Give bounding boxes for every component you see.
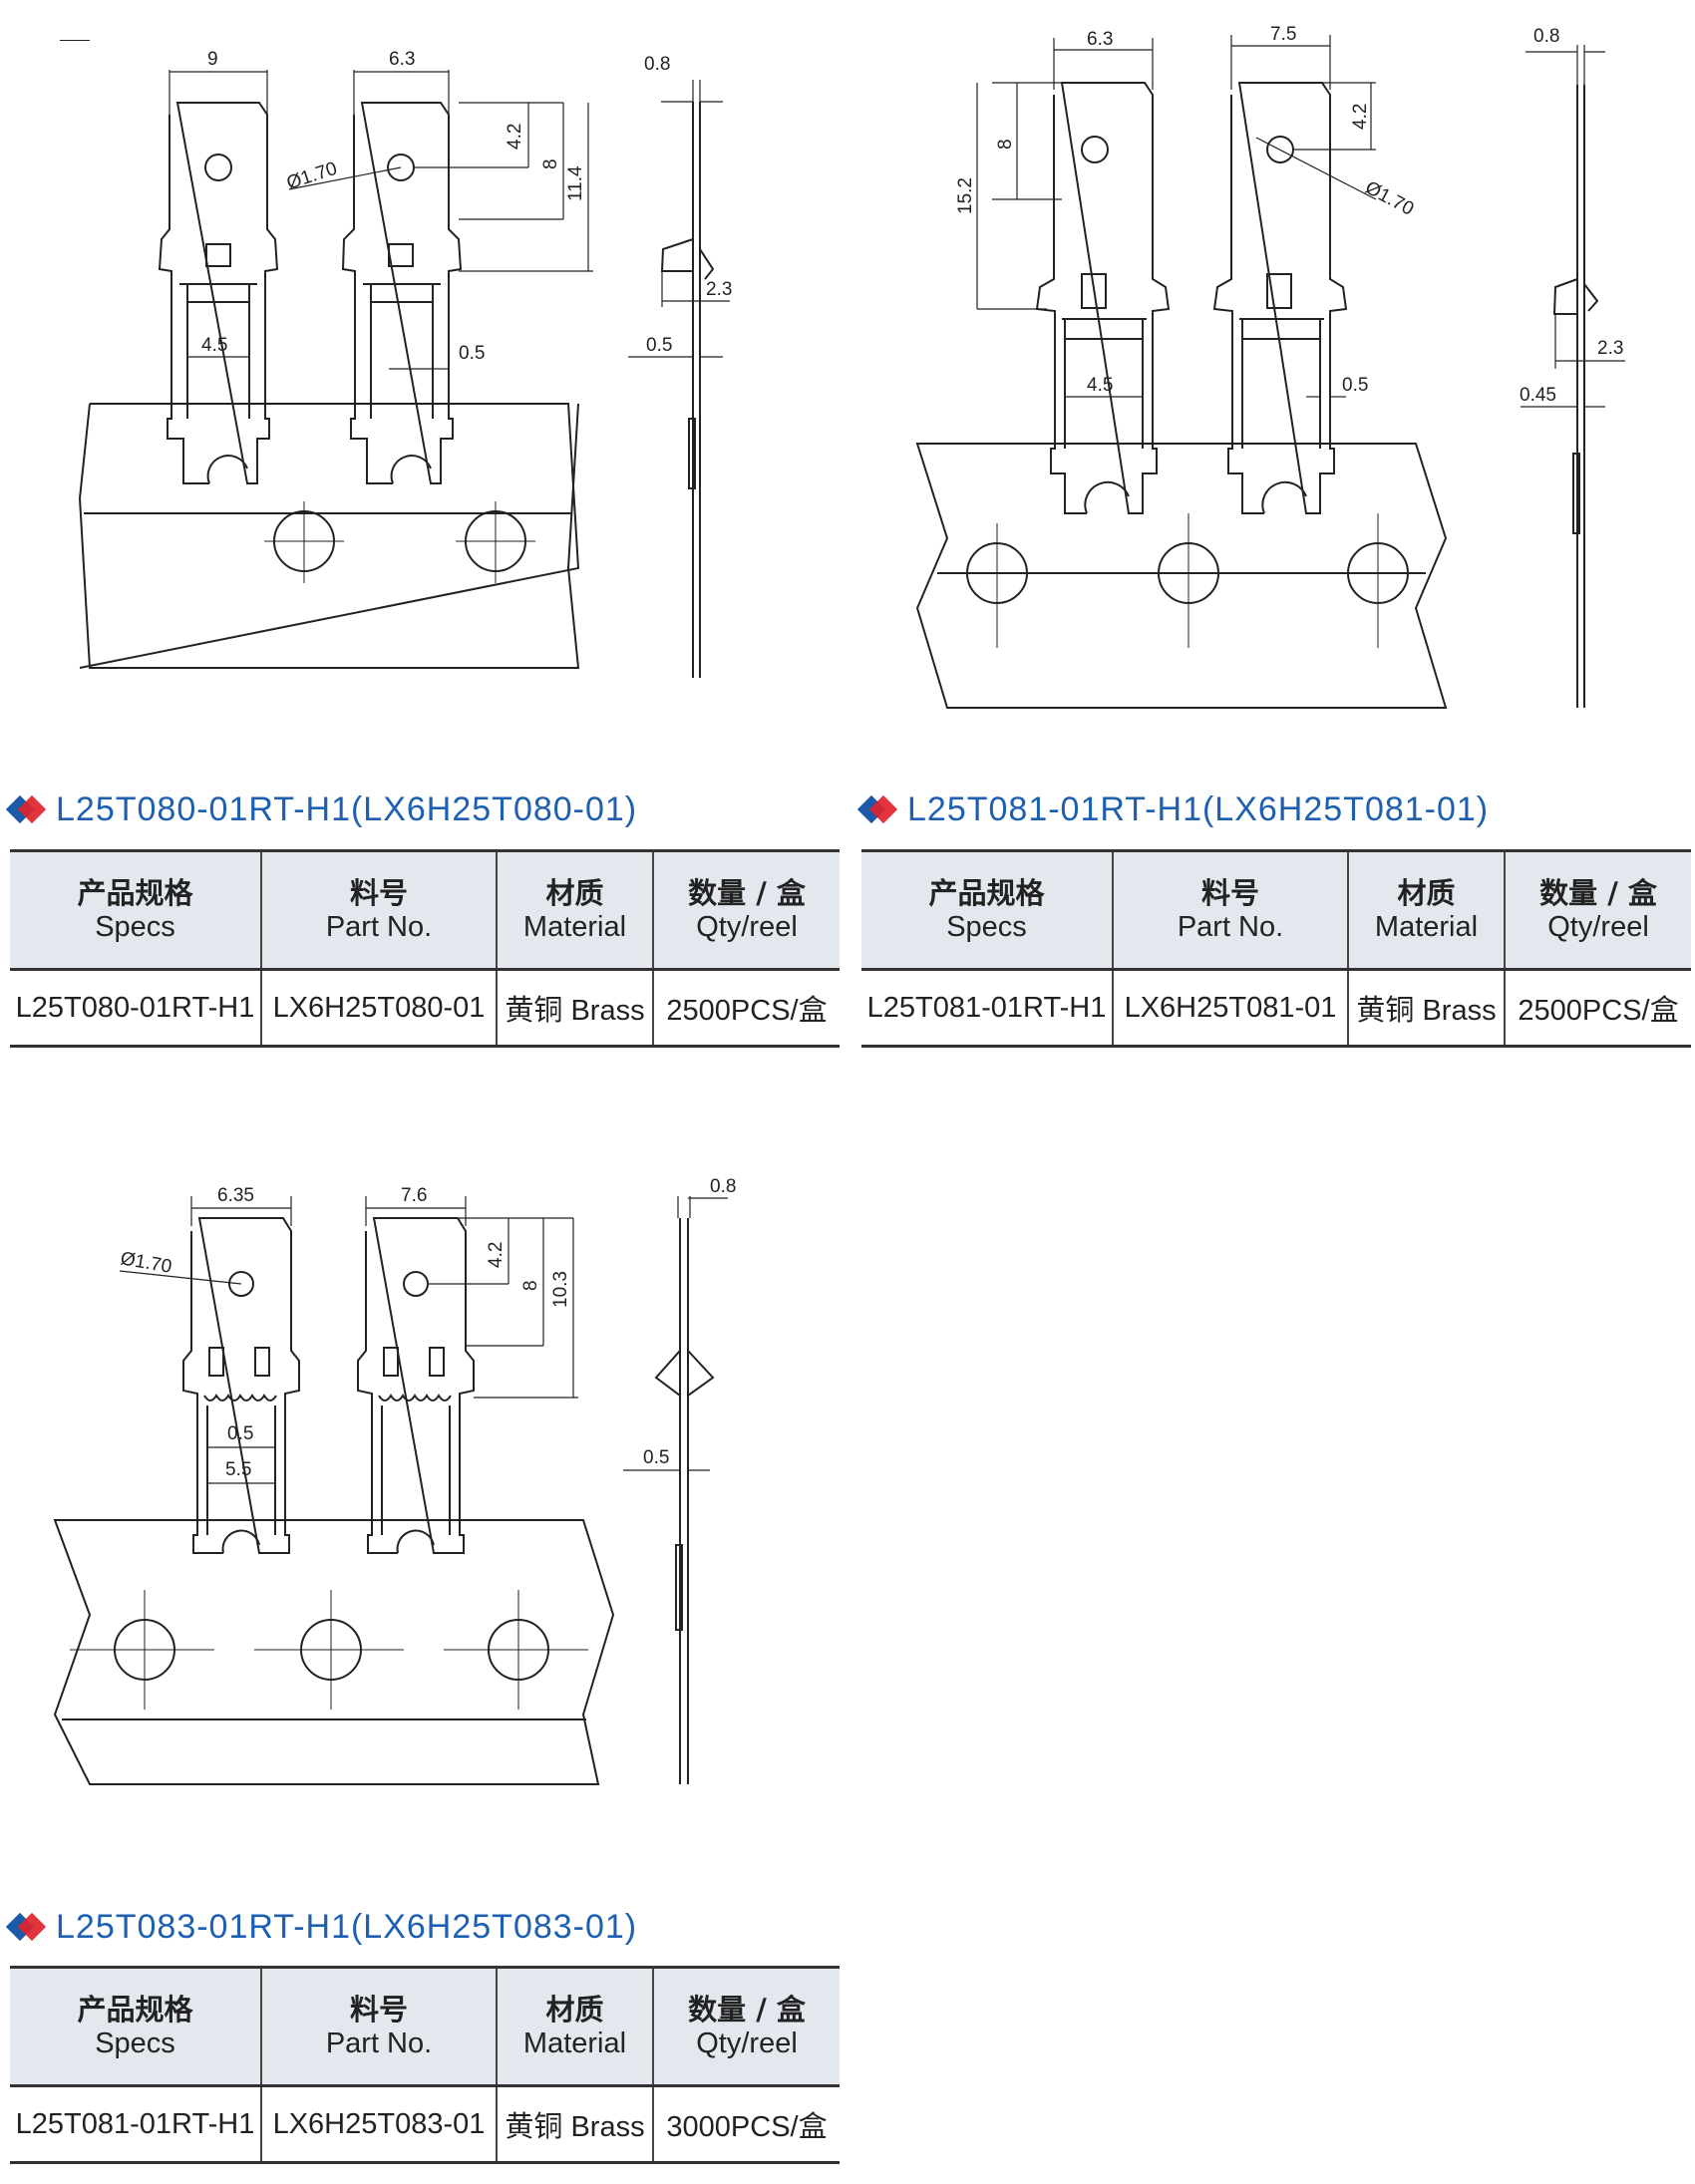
dim-hole: Ø1.70 <box>284 158 340 194</box>
terminal-a <box>182 1217 300 1554</box>
carrier-strip <box>53 1519 615 1785</box>
drawing-terminal-083: 6.35 7.6 0.8 Ø1.70 4.2 8 10.3 0.5 5.5 0.… <box>40 1156 758 1814</box>
side-view <box>660 102 715 678</box>
cell-qty: 2500PCS/盒 <box>653 969 840 1048</box>
cell-qty: 3000PCS/盒 <box>653 2085 840 2164</box>
dim-slot: 5.5 <box>225 1459 251 1480</box>
dim-side-gap: 0.5 <box>646 335 672 356</box>
diamond-bullet-icon <box>5 794 52 824</box>
diamond-bullet-icon <box>856 794 903 824</box>
dimension-lines <box>976 35 1625 408</box>
dim-gap: 0.5 <box>1342 375 1368 396</box>
dim-slot: 4.5 <box>201 335 227 356</box>
dim-total: 15.2 <box>955 177 976 214</box>
section-title-text: L25T080-01RT-H1(LX6H25T080-01) <box>56 789 638 828</box>
cell-part-no: LX6H25T083-01 <box>261 2085 498 2164</box>
table-row: L25T081-01RT-H1 LX6H25T081-01 黄铜 Brass 2… <box>861 969 1691 1048</box>
terminal-a <box>1035 82 1171 514</box>
dim-gap: 0.5 <box>227 1423 253 1444</box>
dim-top: 4.2 <box>505 124 525 150</box>
dim-width-a: 6.3 <box>1087 29 1113 50</box>
side-view <box>654 1218 715 1784</box>
dim-gap: 0.5 <box>459 343 485 364</box>
side-view <box>1552 85 1599 708</box>
cell-specs: L25T081-01RT-H1 <box>10 2085 262 2164</box>
dim-side-gap: 0.5 <box>643 1447 669 1468</box>
cell-qty: 2500PCS/盒 <box>1505 969 1691 1048</box>
dim-width-a: 9 <box>207 49 218 70</box>
dim-width-b: 7.5 <box>1270 24 1296 45</box>
dim-hole: Ø1.70 <box>119 1248 173 1278</box>
section-title-080: L25T080-01RT-H1(LX6H25T080-01) <box>5 789 638 829</box>
drawing-terminal-081: 6.3 7.5 0.8 Ø1.70 4.2 8 15.2 2.3 4.5 0.5… <box>907 10 1645 718</box>
dim-width-a: 6.35 <box>217 1185 254 1206</box>
terminal-b <box>1212 82 1348 514</box>
section-title-083: L25T083-01RT-H1(LX6H25T083-01) <box>5 1907 638 1947</box>
cell-part-no: LX6H25T080-01 <box>261 969 498 1048</box>
dim-total: 10.3 <box>550 1271 571 1308</box>
dim-slot: 4.5 <box>1087 375 1113 396</box>
terminal-a <box>158 102 279 484</box>
cell-part-no: LX6H25T081-01 <box>1113 969 1349 1048</box>
dim-top: 4.2 <box>1350 104 1371 130</box>
dim-thickness: 0.8 <box>644 54 670 75</box>
pilot-holes <box>947 513 1426 648</box>
section-title-text: L25T081-01RT-H1(LX6H25T081-01) <box>907 789 1490 828</box>
dim-width-b: 7.6 <box>401 1185 427 1206</box>
dim-hole: Ø1.70 <box>1362 177 1418 220</box>
section-title-081: L25T081-01RT-H1(LX6H25T081-01) <box>856 789 1490 829</box>
dimension-lines <box>169 70 730 370</box>
pilot-holes <box>70 1590 588 1710</box>
table-row: L25T080-01RT-H1 LX6H25T080-01 黄铜 Brass 2… <box>10 969 840 1048</box>
carrier-strip <box>60 40 580 669</box>
dim-mid: 8 <box>520 1280 541 1291</box>
cell-material: 黄铜 Brass <box>1348 969 1506 1048</box>
dim-thickness: 0.8 <box>710 1176 736 1197</box>
dim-top: 4.2 <box>486 1242 507 1268</box>
dim-side-offset: 2.3 <box>706 279 732 300</box>
dim-total: 11.4 <box>565 165 586 201</box>
table-row: L25T081-01RT-H1 LX6H25T083-01 黄铜 Brass 3… <box>10 2085 840 2164</box>
drawing-terminal-080: 9 6.3 0.8 Ø1.70 4.2 8 11.4 2.3 4.5 0.5 0… <box>60 40 778 688</box>
dimension-lines <box>119 1196 728 1484</box>
section-title-text: L25T083-01RT-H1(LX6H25T083-01) <box>56 1907 638 1946</box>
cell-material: 黄铜 Brass <box>497 969 654 1048</box>
cell-specs: L25T080-01RT-H1 <box>10 969 262 1048</box>
dim-mid: 8 <box>995 139 1016 150</box>
dim-thickness: 0.8 <box>1533 26 1559 47</box>
dim-mid: 8 <box>540 158 561 169</box>
diamond-bullet-icon <box>5 1912 52 1942</box>
dim-side-gap: 0.45 <box>1520 385 1556 406</box>
dim-side-offset: 2.3 <box>1597 338 1623 359</box>
dim-width-b: 6.3 <box>389 49 415 70</box>
cell-material: 黄铜 Brass <box>497 2085 654 2164</box>
terminal-b <box>341 102 463 484</box>
terminal-b <box>357 1217 475 1554</box>
pilot-holes <box>264 501 535 583</box>
cell-specs: L25T081-01RT-H1 <box>861 969 1114 1048</box>
